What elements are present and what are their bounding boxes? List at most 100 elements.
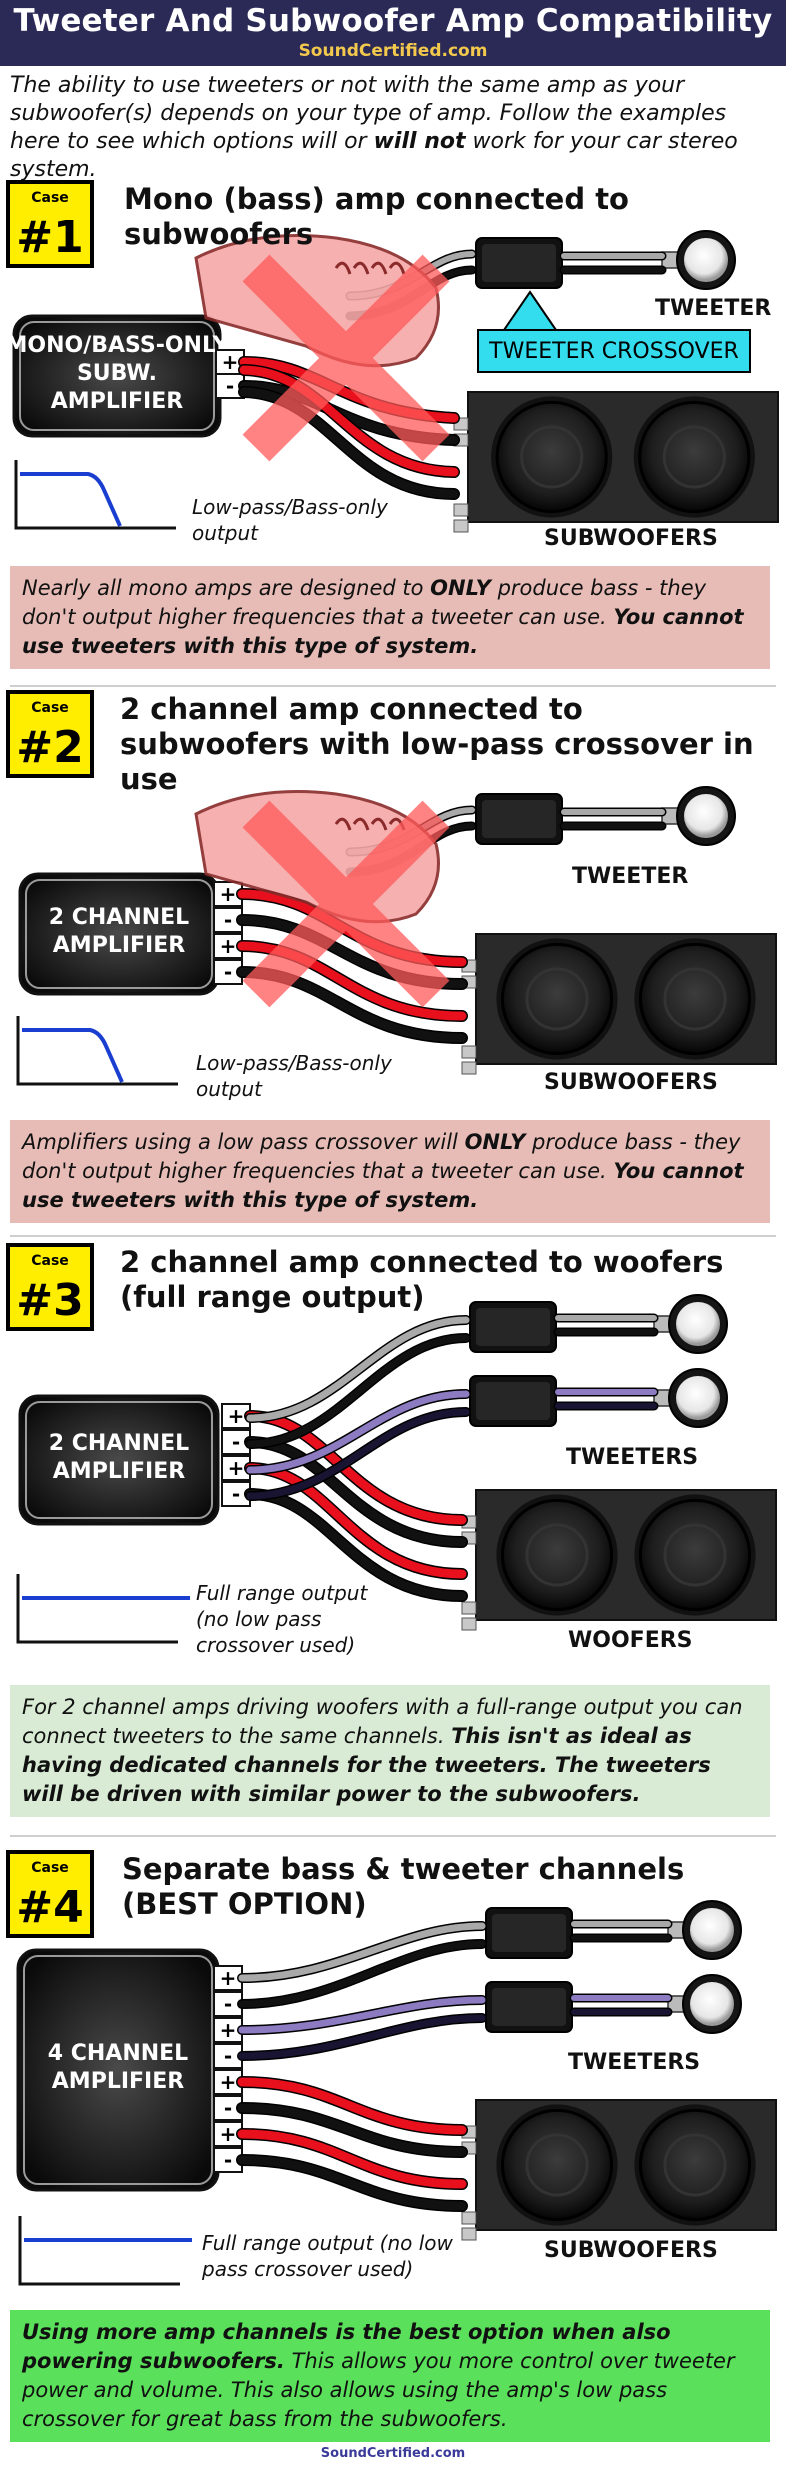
case2-crossover-face xyxy=(482,800,556,838)
case3-amplifier-label-line2: AMPLIFIER xyxy=(53,1459,185,1484)
case4-terminal-6-sign: - xyxy=(224,2096,232,2120)
case1-amplifier-label-line1: MONO/BASS-ONLY xyxy=(5,333,229,358)
case4-wire-xover1-gray xyxy=(238,1922,486,1982)
case2-note-part1: Amplifiers using a low pass crossover wi… xyxy=(22,1130,465,1154)
case3-tweeter-1 xyxy=(676,1302,720,1346)
case-badge-3 xyxy=(6,1243,94,1331)
case2-x-mark xyxy=(242,800,450,1008)
intro-bold: will not xyxy=(373,129,466,154)
case2-amplifier-bezel xyxy=(25,879,213,989)
case1-tweeter xyxy=(684,238,728,282)
case4-title: Separate bass & tweeter channels (BEST O… xyxy=(122,1852,685,1921)
case2-subwoofer-box-dustcap-ring-2 xyxy=(663,967,727,1031)
case4-terminal-2-sign: - xyxy=(224,1992,232,2016)
case2-note-part2: produce bass - they don't output higher … xyxy=(22,1130,741,1183)
case4-tweeter-2 xyxy=(690,1982,734,2026)
case1-note: Nearly all mono amps are designed to ONL… xyxy=(10,566,770,669)
case2-subwoofer-box-cone-1 xyxy=(500,942,614,1056)
case2-hand-knuckle-1 xyxy=(334,817,352,831)
case1-note-emph: ONLY xyxy=(430,576,491,600)
case3-wire-black-2 xyxy=(245,1489,467,1601)
case1-title: Mono (bass) amp connected to subwoofers xyxy=(124,182,629,251)
case2-response-graph-axes xyxy=(16,1016,178,1086)
case3-woofer-box-dustcap-ring-2 xyxy=(663,1523,727,1587)
case2-title: 2 channel amp connected to subwoofers wi… xyxy=(120,692,754,796)
case4-tweeters-label: TWEETERS xyxy=(568,2050,701,2075)
case1-wire-black-2 xyxy=(239,387,459,499)
case4-wire-xover2-dark xyxy=(238,2014,486,2060)
case-badge-number-4: #4 xyxy=(16,1882,83,1933)
case1-note-strong: You cannot use tweeters with this type o… xyxy=(22,605,744,658)
case4-amplifier-bezel xyxy=(23,1955,213,2185)
case3-terminal-4 xyxy=(221,1481,251,1507)
case2-hand-knuckle-3 xyxy=(370,817,388,831)
case4-wire-xover2-purple xyxy=(238,1996,486,2034)
case3-woofer-box-cone-2 xyxy=(638,1498,752,1612)
case2-response-label: Low-pass/Bass-only output xyxy=(196,1051,392,1101)
case1-subwoofer-box-terminal-4 xyxy=(453,519,469,533)
case1-hand-knuckle-3 xyxy=(370,261,388,275)
case1-amplifier-label-line3: AMPLIFIER xyxy=(51,389,183,414)
case-badge-number-3: #3 xyxy=(16,1275,83,1326)
case-badge-4 xyxy=(6,1850,94,1938)
case-badge-label-4: Case xyxy=(31,1860,69,1876)
case3-title: 2 channel amp connected to woofers (full… xyxy=(120,1245,724,1314)
case-badge-number-2: #2 xyxy=(16,722,83,773)
case4-terminal-4-sign: - xyxy=(224,2044,232,2068)
case4-note-part2: This allows you more control over tweete… xyxy=(22,2349,735,2431)
case3-note: For 2 channel amps driving woofers with … xyxy=(10,1685,770,1817)
site-name: SoundCertified.com xyxy=(298,41,488,61)
case3-response-label: Full range output (no low pass crossover… xyxy=(196,1581,368,1657)
case3-amplifier xyxy=(18,1394,220,1526)
case1-hand-knuckle-2 xyxy=(352,261,370,275)
case4-wire-xover1-black xyxy=(238,1940,486,2008)
case1-note-part2: produce bass - they don't output higher … xyxy=(22,576,707,629)
case3-terminal-3-sign: + xyxy=(228,1456,245,1480)
case3-note-part1: For 2 channel amps driving woofers with … xyxy=(22,1695,743,1748)
case1-subwoofer-box-cone-1 xyxy=(495,400,608,514)
case3-amplifier-bezel xyxy=(25,1401,213,1519)
case1-crossover-label: TWEETER CROSSOVER xyxy=(488,339,739,364)
case3-woofer-box-terminal-4 xyxy=(461,1617,477,1631)
case3-crossover-1-face xyxy=(476,1308,550,1346)
case1-note-part1: Nearly all mono amps are designed to xyxy=(22,576,431,600)
case1-tweeter-label: TWEETER xyxy=(655,296,772,321)
page-title: Tweeter And Subwoofer Amp Compatibility xyxy=(13,3,773,39)
intro-part2: work for your car stereo system. xyxy=(10,129,738,182)
case1-terminal-plus-sign: + xyxy=(222,350,239,374)
case3-wire-xover1-gray xyxy=(246,1316,470,1422)
case2-note-strong: You cannot use tweeters with this type o… xyxy=(22,1159,744,1212)
page-header: Tweeter And Subwoofer Amp Compatibility … xyxy=(0,0,786,66)
case1-crossover-face xyxy=(482,244,556,282)
case4-subwoofers-label: SUBWOOFERS xyxy=(544,2238,718,2263)
case3-wire-xover2-dark xyxy=(246,1408,470,1500)
case3-response-graph-axes xyxy=(16,1574,178,1644)
footer-site: SoundCertified.com xyxy=(320,2446,466,2461)
case4-response-graph-axes xyxy=(18,2216,180,2286)
case4-wire-black-2 xyxy=(237,2155,467,2211)
case2-hand-knuckle-2 xyxy=(352,817,370,831)
case-badge-2 xyxy=(6,690,94,778)
case2-terminal-4-sign: - xyxy=(224,960,232,984)
case3-wire-red-2 xyxy=(245,1463,467,1579)
case4-terminal-7-sign: + xyxy=(220,2122,237,2146)
case4-wire-red-1 xyxy=(237,2077,467,2135)
case3-woofers-label: WOOFERS xyxy=(568,1628,693,1653)
case3-terminal-1-sign: + xyxy=(228,1404,245,1428)
case2-subwoofer-box-terminal-3 xyxy=(461,1045,477,1059)
case4-note-strong: Using more amp channels is the best opti… xyxy=(22,2320,671,2373)
case4-amplifier-label-line2: AMPLIFIER xyxy=(52,2069,184,2094)
case4-subwoofer-box-dustcap-ring-1 xyxy=(525,2133,589,2197)
case3-woofer-box-terminal-3 xyxy=(461,1601,477,1615)
case4-terminal-8-sign: - xyxy=(224,2148,232,2172)
case1-amplifier-label-line2: SUBW. xyxy=(77,361,157,386)
case4-crossover-1-face xyxy=(492,1914,566,1952)
case4-amplifier-label-line1: 4 CHANNEL xyxy=(48,2041,188,2066)
case3-amplifier-label-line1: 2 CHANNEL xyxy=(49,1431,189,1456)
case-badge-label-2: Case xyxy=(31,700,69,716)
case2-subwoofers-label: SUBWOOFERS xyxy=(544,1070,718,1095)
case4-crossover-2-face xyxy=(492,1988,566,2026)
case2-amplifier-label-line1: 2 CHANNEL xyxy=(49,905,189,930)
case1-hand-knuckle-1 xyxy=(334,261,352,275)
